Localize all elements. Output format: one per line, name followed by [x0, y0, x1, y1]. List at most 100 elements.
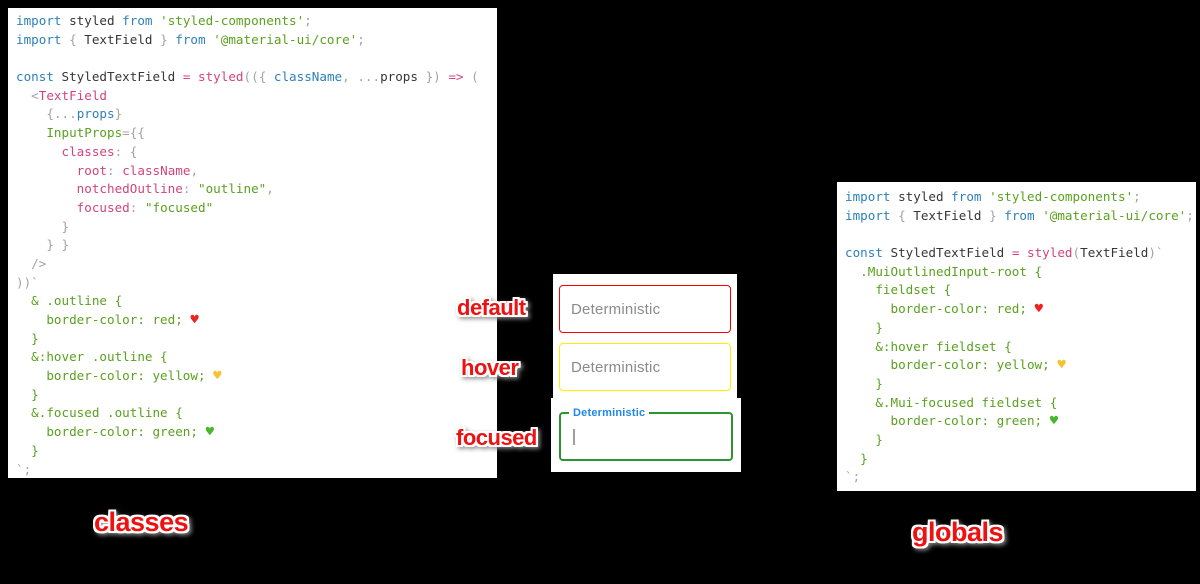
code-token [137, 200, 145, 215]
code-line: border-color: yellow; ♥ [16, 367, 497, 386]
code-token: notchedOutline [76, 181, 183, 197]
code-token: from [175, 31, 206, 47]
code-token: < [16, 87, 39, 103]
code-token: import [845, 207, 891, 223]
code-line: } [16, 386, 497, 405]
code-line: } [845, 375, 1196, 394]
code-token [153, 13, 161, 28]
code-line: root: className, [16, 162, 497, 181]
code-token: StyledTextField [53, 69, 183, 85]
textfield-default[interactable]: Deterministic [559, 285, 731, 333]
code-line: {...props} [16, 105, 497, 124]
code-token: { [890, 207, 914, 223]
code-token: ♥ [190, 312, 199, 328]
label-globals: globals [912, 517, 1004, 547]
code-token: ; [1186, 207, 1194, 223]
code-line: & .outline { [16, 292, 497, 311]
code-line: /> [16, 255, 497, 274]
code-line: } [16, 218, 497, 237]
code-token: } [845, 450, 868, 466]
code-token: styled [61, 13, 123, 28]
code-line: const StyledTextField = styled(TextField… [845, 244, 1196, 263]
code-line: <TextField [16, 87, 497, 106]
code-token: ={{ [122, 125, 145, 141]
code-line: `; [16, 461, 497, 480]
code-token: ♥ [213, 368, 222, 385]
code-token: } [845, 319, 883, 335]
code-block-classes: import styled from 'styled-components';i… [8, 8, 497, 478]
code-token [982, 189, 990, 204]
textfield-hover-placeholder: Deterministic [571, 358, 661, 376]
code-line: } [845, 431, 1196, 450]
code-line: ))` [16, 274, 497, 293]
code-token: ( [1072, 245, 1081, 261]
code-line: } [845, 450, 1196, 469]
code-token [16, 200, 77, 215]
code-token: } [845, 431, 883, 447]
code-token: styled [198, 69, 244, 85]
code-line: import styled from 'styled-components'; [845, 188, 1196, 207]
code-token [16, 144, 62, 159]
code-line: import { TextField } from '@material-ui/… [16, 31, 497, 50]
code-token: } [114, 106, 123, 122]
code-token: ; [1133, 189, 1141, 204]
code-token [16, 219, 62, 234]
code-token: : [107, 162, 115, 178]
code-line: border-color: red; ♥ [845, 300, 1196, 319]
code-token: { [46, 106, 54, 122]
code-token [16, 181, 77, 196]
code-token: classes [61, 143, 115, 159]
code-token: ♥ [205, 424, 214, 441]
code-token: focused [76, 199, 130, 215]
code-line: } [16, 330, 497, 349]
code-line: InputProps={{ [16, 124, 497, 143]
code-token: TextField [84, 31, 153, 47]
textfield-focused[interactable]: Deterministic [559, 407, 733, 461]
code-line: border-color: red; ♥ [16, 311, 497, 330]
code-token [190, 181, 198, 196]
code-token: )` [1148, 245, 1164, 261]
code-token: TextField [1080, 245, 1149, 261]
code-token: : [182, 181, 191, 197]
code-line: &.focused .outline { [16, 404, 497, 423]
code-token: props [76, 106, 115, 122]
code-token: `; [845, 469, 861, 485]
code-token: ( [471, 69, 479, 85]
code-line: .MuiOutlinedInput-root { [845, 263, 1196, 282]
code-token [1019, 245, 1027, 260]
code-token: => [448, 69, 464, 85]
code-token: TextField [38, 87, 107, 103]
code-token: props [380, 69, 418, 85]
code-token: } [61, 218, 70, 234]
code-token: const [845, 245, 883, 261]
code-token: border-color: green; [16, 424, 206, 440]
code-token: &:hover .outline { [16, 349, 168, 365]
code-token: .MuiOutlinedInput-root { [845, 263, 1043, 279]
code-token: 'styled-components' [160, 13, 305, 28]
textfield-hover[interactable]: Deterministic [559, 343, 731, 391]
code-line: const StyledTextField = styled(({ classN… [16, 68, 497, 87]
code-token: : [114, 143, 123, 159]
code-token: } [152, 31, 176, 47]
code-token: 'styled-components' [989, 189, 1134, 204]
code-token: ♥ [1049, 413, 1059, 430]
code-token: { [258, 69, 267, 85]
code-token: import [16, 13, 62, 28]
code-line: &:hover fieldset { [845, 338, 1196, 357]
code-token: from [951, 189, 982, 204]
code-token [464, 69, 472, 84]
code-token: border-color: green; [845, 413, 1050, 429]
code-token: &.focused .outline { [16, 405, 183, 421]
code-token: '@material-ui/core' [1042, 207, 1187, 223]
code-token: styled [1027, 245, 1073, 261]
code-token: from [122, 13, 153, 28]
code-token: border-color: yellow; [845, 357, 1058, 373]
code-token: TextField [913, 207, 982, 223]
text-cursor [573, 429, 575, 445]
code-token: ... [357, 69, 381, 85]
code-token: &:hover fieldset { [845, 338, 1012, 354]
code-line: } [16, 442, 497, 461]
code-token [418, 69, 426, 84]
code-line [845, 225, 1196, 244]
code-token [122, 144, 130, 159]
